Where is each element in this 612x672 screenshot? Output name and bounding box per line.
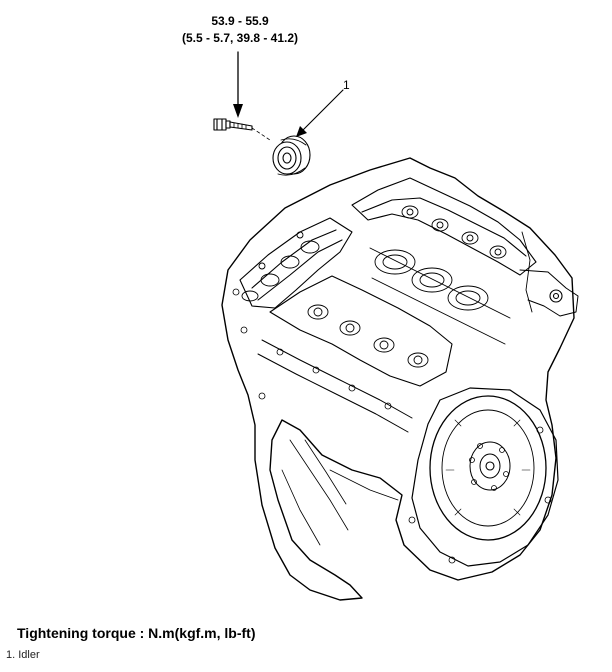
torque-value: 53.9 - 55.9 [211, 14, 269, 28]
parts-legend: 1. Idler [6, 649, 40, 661]
engine-diagram [213, 51, 579, 601]
torque-leader-arrow [233, 51, 243, 118]
torque-alt-units: (5.5 - 5.7, 39.8 - 41.2) [181, 31, 299, 45]
bolt-icon [213, 118, 271, 141]
tightening-torque-caption: Tightening torque : N.m(kgf.m, lb-ft) [17, 625, 256, 641]
legend-item: 1. Idler [6, 649, 40, 661]
callout-number: 1 [343, 78, 350, 92]
callout-leader-arrow [296, 89, 344, 137]
diagram-area: 53.9 - 55.9 (5.5 - 5.7, 39.8 - 41.2) 1 [181, 14, 579, 601]
idler-pulley-icon [272, 135, 311, 176]
flywheel [429, 395, 547, 541]
engine-block-icon [221, 157, 579, 601]
